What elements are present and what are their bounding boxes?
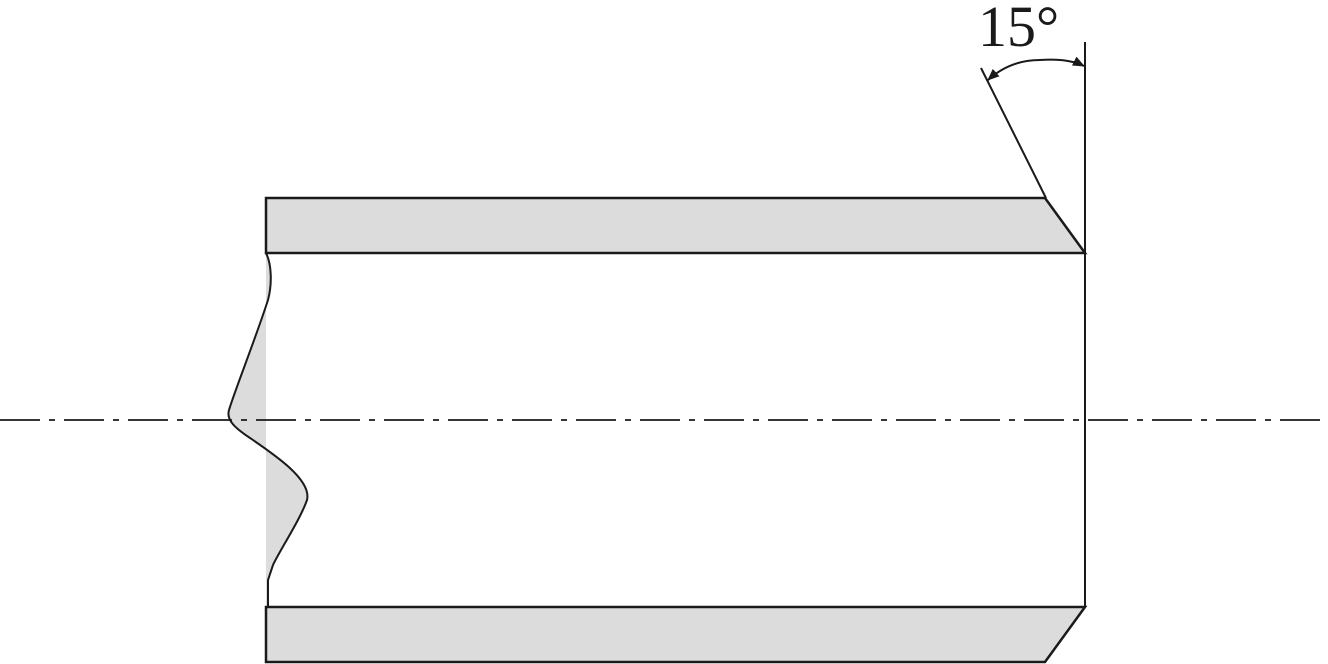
chamfer-extension-line bbox=[980, 67, 1047, 199]
bottom-wall-section bbox=[264, 605, 1088, 664]
angle-label: 15° bbox=[978, 0, 1059, 59]
break-section-fill bbox=[228, 253, 308, 607]
break-line bbox=[227, 252, 309, 607]
angle-dimension-arc-right bbox=[1039, 56, 1085, 67]
angle-dimension-arc bbox=[987, 59, 1041, 81]
top-wall-section bbox=[264, 196, 1088, 255]
